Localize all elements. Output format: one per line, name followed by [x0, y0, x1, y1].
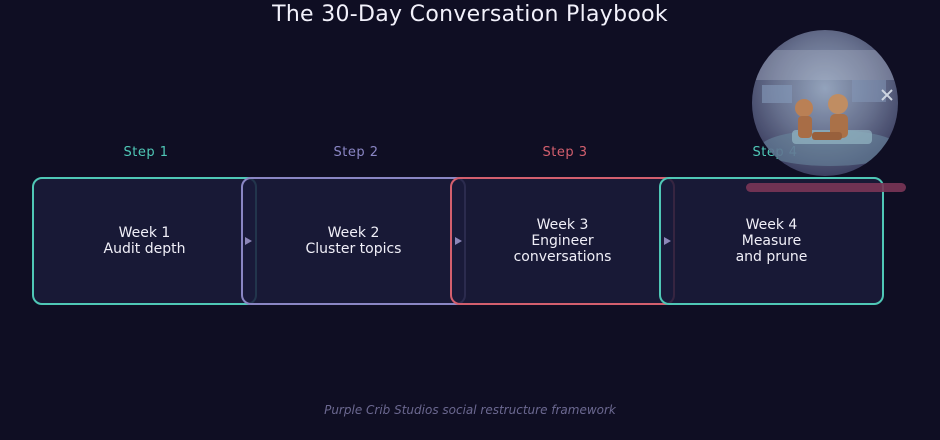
step-box-1-line-2: Audit depth	[103, 241, 186, 257]
step-box-3: Week 3 Engineer conversations	[450, 177, 675, 305]
step-box-4-line-1: Week 4	[745, 217, 798, 233]
step-box-2-line-2: Cluster topics	[305, 241, 402, 257]
step-box-2-line-1: Week 2	[327, 225, 380, 241]
arrow-right-icon	[245, 237, 252, 245]
page-title: The 30-Day Conversation Playbook	[272, 2, 668, 27]
step-box-3-line-3: conversations	[513, 249, 612, 265]
step-box-2: Week 2 Cluster topics	[241, 177, 466, 305]
step-box-3-text: Week 3 Engineer conversations	[514, 217, 612, 265]
arrow-right-icon	[455, 237, 462, 245]
footer-caption: Purple Crib Studios social restructure f…	[324, 403, 616, 417]
step-box-4: Week 4 Measure and prune	[659, 177, 884, 305]
step-box-3-line-1: Week 3	[536, 217, 589, 233]
step-box-4-text: Week 4 Measure and prune	[736, 217, 808, 265]
step-box-4-line-2: Measure	[741, 233, 802, 249]
step-box-1-line-1: Week 1	[118, 225, 171, 241]
step-label-3: Step 3	[542, 145, 588, 160]
step-box-3-line-2: Engineer	[531, 233, 594, 249]
step-label-2: Step 2	[333, 145, 379, 160]
step-label-1: Step 1	[123, 145, 169, 160]
robot-scene-graphic	[752, 50, 898, 166]
overlay-bar	[746, 183, 906, 192]
arrow-right-icon	[664, 237, 671, 245]
robot-photo-orb	[752, 30, 898, 176]
step-box-1-text: Week 1 Audit depth	[104, 225, 186, 257]
step-box-4-line-3: and prune	[735, 249, 808, 265]
step-box-1: Week 1 Audit depth	[32, 177, 257, 305]
step-box-2-text: Week 2 Cluster topics	[306, 225, 402, 257]
